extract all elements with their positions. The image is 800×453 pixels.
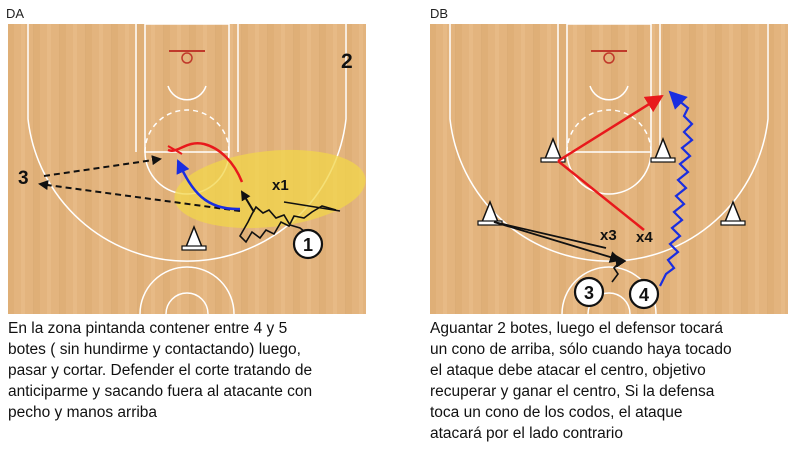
rim [603,52,615,64]
court-da: x1 1 3 2 [8,24,366,314]
rim [181,52,193,64]
court-floor [430,24,788,314]
cut-path-blue [176,159,241,211]
player-label-3: 3 [584,283,594,303]
diagram-tag: DA [6,6,25,21]
cone-icon [650,136,676,163]
cone-icon [181,224,207,251]
defender-path-red [167,142,244,183]
cone-icon [540,136,566,163]
dribble-arrow [240,190,255,213]
defender-path-red [557,160,645,231]
caption-da: En la zona pintanda contener entre 4 y 5… [8,320,313,421]
court-db: x3 x4 3 4 [430,24,788,314]
diagram-tag: DB [430,6,449,21]
defender-start-mark [167,145,183,155]
diagram-number: 2 [341,50,353,73]
court-diagram-da: x1 1 3 2 [8,24,366,314]
player-3: 3 [573,276,605,308]
player-label-x3: x3 [600,227,617,244]
dribble-path [611,254,627,283]
player-label-4: 4 [639,285,649,305]
court-diagram-db: x3 x4 3 4 [430,24,788,314]
defender-path-red [557,94,664,163]
caption-db: Aguantar 2 botes, luego el defensor toca… [430,320,732,442]
player-label-x4: x4 [636,229,653,246]
cone-icon [720,199,746,226]
player-label-x1: x1 [272,177,289,194]
player-label-1: 1 [303,235,313,255]
defender-close-path [493,221,607,249]
dribble-path-blue [659,90,694,287]
pass-line-to-wing [38,180,241,212]
player-4: 4 [628,278,660,310]
player-label-3: 3 [18,168,29,189]
defender-close-path [493,221,622,263]
dribble-path [239,205,337,244]
defender-stance-line [283,201,341,212]
player-1: 1 [292,228,324,260]
cone-icon [477,199,503,226]
